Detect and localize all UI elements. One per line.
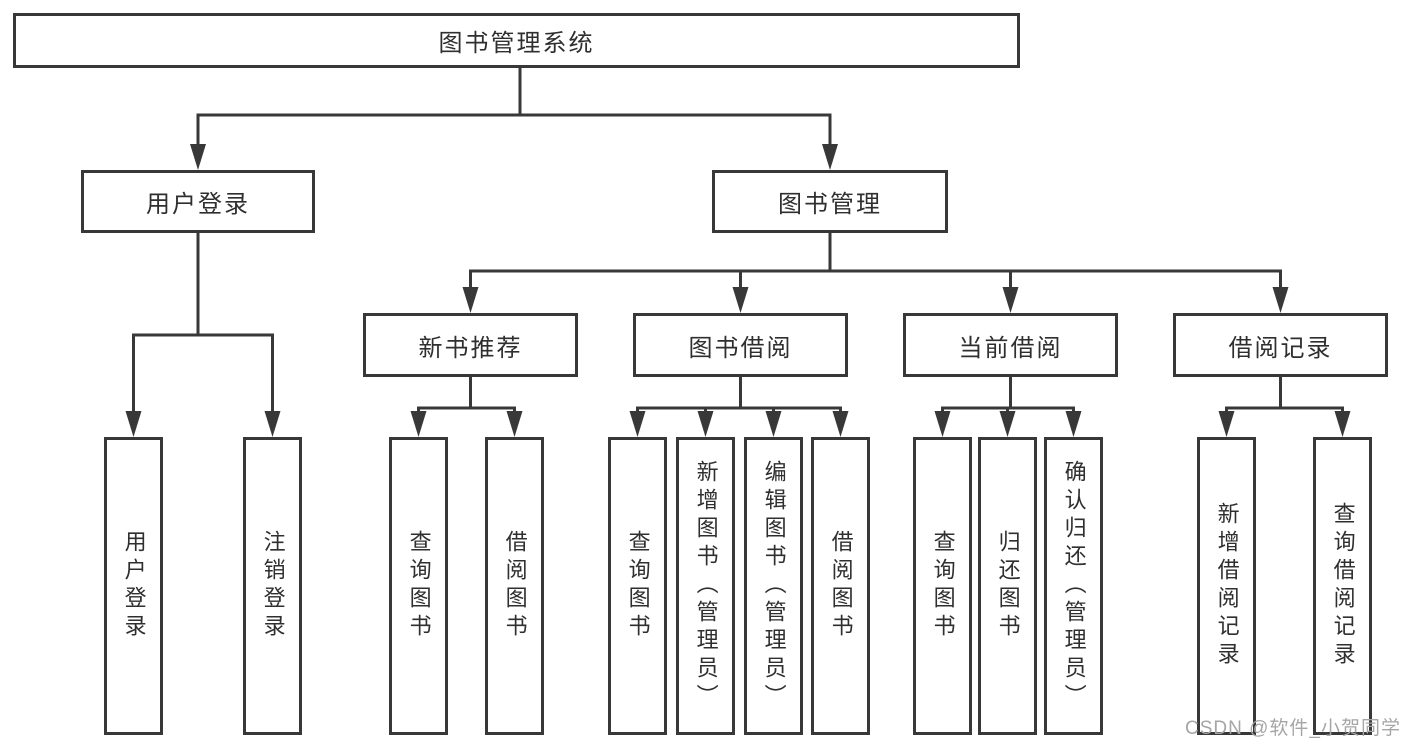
leaf-query-borrow-record: 查询借阅记录 xyxy=(1313,437,1372,735)
node-user-login-label: 用户登录 xyxy=(146,191,250,218)
leaf-edit-books-admin-label: 编辑图书（管理员） xyxy=(761,460,787,712)
node-book-borrowing-label: 图书借阅 xyxy=(688,334,793,362)
leaf-borrow-books-borrowing-label: 借阅图书 xyxy=(828,530,854,642)
leaf-user-login-label: 用户登录 xyxy=(121,530,147,642)
node-borrowing-records: 借阅记录 xyxy=(1173,313,1388,377)
leaf-add-books-admin: 新增图书（管理员） xyxy=(676,437,735,735)
leaf-logout-login-label: 注销登录 xyxy=(260,530,286,642)
leaf-borrow-books-recommend-label: 借阅图书 xyxy=(502,530,528,642)
leaf-query-borrow-record-label: 查询借阅记录 xyxy=(1330,502,1356,670)
leaf-logout-login: 注销登录 xyxy=(243,437,302,735)
leaf-return-books-label: 归还图书 xyxy=(995,530,1021,642)
node-library-system-label: 图书管理系统 xyxy=(438,30,595,57)
node-library-system: 图书管理系统 xyxy=(13,13,1020,68)
leaf-query-books-current: 查询图书 xyxy=(913,437,972,735)
leaf-query-books-current-label: 查询图书 xyxy=(930,530,956,642)
arrowheads xyxy=(125,144,1351,437)
leaf-return-books: 归还图书 xyxy=(978,437,1037,735)
node-new-book-recommendation: 新书推荐 xyxy=(363,313,578,377)
leaf-query-books-recommend-label: 查询图书 xyxy=(406,530,432,642)
leaf-confirm-return-admin: 确认归还（管理员） xyxy=(1044,437,1103,735)
node-current-borrowing-label: 当前借阅 xyxy=(958,334,1063,362)
node-borrowing-records-label: 借阅记录 xyxy=(1228,334,1333,362)
node-book-management-label: 图书管理 xyxy=(778,191,882,218)
watermark-text: CSDN @软件_小贺同学 xyxy=(1185,718,1401,739)
node-book-management: 图书管理 xyxy=(712,170,948,233)
leaf-add-borrow-record-label: 新增借阅记录 xyxy=(1214,502,1240,670)
node-new-book-recommendation-label: 新书推荐 xyxy=(418,334,523,362)
leaf-query-books-recommend: 查询图书 xyxy=(389,437,448,735)
leaf-add-books-admin-label: 新增图书（管理员） xyxy=(693,460,719,712)
leaf-query-books-borrowing: 查询图书 xyxy=(608,437,667,735)
leaf-query-books-borrowing-label: 查询图书 xyxy=(625,530,651,642)
leaf-borrow-books-borrowing: 借阅图书 xyxy=(811,437,870,735)
leaf-confirm-return-admin-label: 确认归还（管理员） xyxy=(1061,460,1087,712)
leaf-edit-books-admin: 编辑图书（管理员） xyxy=(744,437,803,735)
leaf-borrow-books-recommend: 借阅图书 xyxy=(485,437,544,735)
leaf-user-login: 用户登录 xyxy=(104,437,163,735)
node-current-borrowing: 当前借阅 xyxy=(903,313,1118,377)
node-book-borrowing: 图书借阅 xyxy=(633,313,848,377)
leaf-add-borrow-record: 新增借阅记录 xyxy=(1197,437,1256,735)
node-user-login: 用户登录 xyxy=(81,170,315,233)
